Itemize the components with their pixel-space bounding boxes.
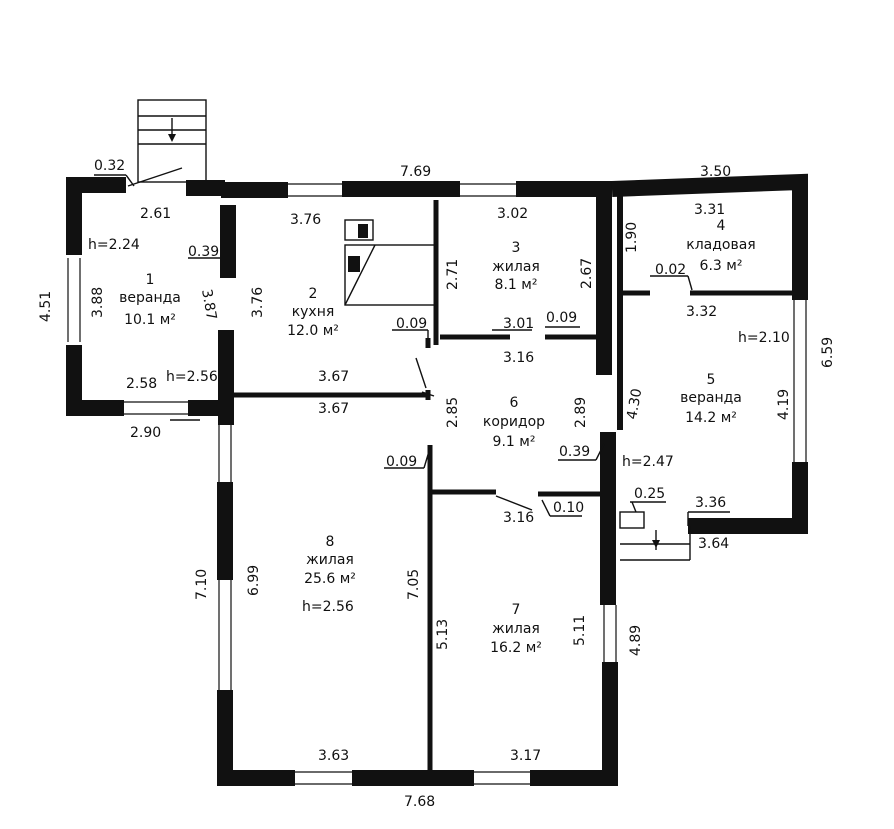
svg-text:кухня: кухня [292,304,335,320]
leader-lines [94,174,730,526]
svg-text:8.1 м²: 8.1 м² [495,277,538,293]
dim-3.87: 3.87 [198,288,219,321]
svg-text:7: 7 [512,602,521,618]
dim-0.10: 0.10 [553,500,584,516]
dim-3.76-top: 3.76 [290,212,321,228]
dim-7.68: 7.68 [404,794,435,810]
porch-steps [619,511,691,561]
dim-0.09-a: 0.09 [396,316,427,332]
dim-0.39-b: 0.39 [559,444,590,460]
dim-3.31: 3.31 [694,202,725,218]
dim-0.02: 0.02 [655,262,686,278]
svg-text:6: 6 [510,395,519,411]
dim-6.59: 6.59 [820,337,836,368]
height-room1: h=2.24 [88,237,140,253]
svg-text:10.1 м²: 10.1 м² [124,312,176,328]
dim-2.61: 2.61 [140,206,171,222]
dim-3.63: 3.63 [318,748,349,764]
svg-text:коридор: коридор [483,414,545,430]
dim-2.58: 2.58 [126,376,157,392]
svg-text:2: 2 [309,286,318,302]
dim-3.16-a: 3.16 [503,350,534,366]
height-room8: h=2.56 [302,599,354,615]
dim-4.51: 4.51 [38,291,54,322]
dim-2.67: 2.67 [579,258,595,289]
dim-0.09-b: 0.09 [546,310,577,326]
svg-text:6.3 м²: 6.3 м² [700,258,743,274]
dim-3.76-v: 3.76 [250,287,266,318]
room-label-6: 6 коридор 9.1 м² [483,395,545,450]
dim-2.89: 2.89 [573,397,589,428]
height-2.47: h=2.47 [622,454,674,470]
dim-3.36: 3.36 [695,495,726,511]
dim-3.67-a: 3.67 [318,369,349,385]
dim-7.69: 7.69 [400,164,431,180]
dim-2.85: 2.85 [445,397,461,428]
dim-3.50: 3.50 [700,164,731,180]
svg-text:веранда: веранда [680,390,742,406]
dim-3.16-b: 3.16 [503,510,534,526]
svg-text:16.2 м²: 16.2 м² [490,640,542,656]
dim-3.88: 3.88 [90,287,106,318]
svg-text:жилая: жилая [492,621,540,637]
exterior-walls [66,173,808,786]
dim-4.19: 4.19 [776,389,792,420]
svg-text:14.2 м²: 14.2 м² [685,410,737,426]
svg-text:жилая: жилая [492,259,540,275]
dim-0.25: 0.25 [634,486,665,502]
partitions [230,190,796,770]
dim-5.11: 5.11 [572,615,588,646]
dim-6.99: 6.99 [246,565,262,596]
height-room5: h=2.10 [738,330,790,346]
room-label-8: 8 жилая 25.6 м² [304,534,356,587]
stove [344,219,436,306]
svg-text:5: 5 [707,372,716,388]
dim-3.32: 3.32 [686,304,717,320]
dimension-labels: 0.32 2.61 7.69 3.50 3.76 3.02 3.31 0.39 … [38,158,836,810]
svg-text:25.6 м²: 25.6 м² [304,571,356,587]
svg-text:3: 3 [512,240,521,256]
dim-3.17: 3.17 [510,748,541,764]
dim-3.01: 3.01 [503,316,534,332]
svg-text:веранда: веранда [119,290,181,306]
dim-2.71: 2.71 [445,259,461,290]
dim-0.32: 0.32 [94,158,125,174]
room-label-2: 2 кухня 12.0 м² [287,286,339,339]
room-label-5: 5 веранда 14.2 м² [680,372,742,426]
svg-text:12.0 м²: 12.0 м² [287,323,339,339]
dim-5.13: 5.13 [435,619,451,650]
dim-3.02: 3.02 [497,206,528,222]
svg-text:1: 1 [146,272,155,288]
room-label-7: 7 жилая 16.2 м² [490,602,542,656]
svg-text:9.1 м²: 9.1 м² [493,434,536,450]
dim-4.30: 4.30 [624,387,645,420]
dim-1.90: 1.90 [624,222,640,253]
dim-0.39-a: 0.39 [188,244,219,260]
dim-7.05: 7.05 [406,569,422,600]
svg-text:8: 8 [326,534,335,550]
dim-2.90: 2.90 [130,425,161,441]
room-label-3: 3 жилая 8.1 м² [492,240,540,293]
svg-text:4: 4 [717,218,726,234]
entrance-stairs [127,99,207,187]
dim-4.89: 4.89 [628,625,644,656]
room-label-1: 1 веранда 10.1 м² [119,272,181,328]
dim-7.10: 7.10 [194,569,210,600]
svg-text:кладовая: кладовая [686,237,755,253]
room-label-4: 4 кладовая 6.3 м² [686,218,755,274]
windows [67,183,807,785]
dim-3.64: 3.64 [698,536,729,552]
height-2.56-left: h=2.56 [166,369,218,385]
dim-3.67-b: 3.67 [318,401,349,417]
dim-0.09-c: 0.09 [386,454,417,470]
svg-text:жилая: жилая [306,552,354,568]
height-labels: h=2.24 h=2.56 h=2.10 h=2.47 h=2.56 [88,237,790,615]
